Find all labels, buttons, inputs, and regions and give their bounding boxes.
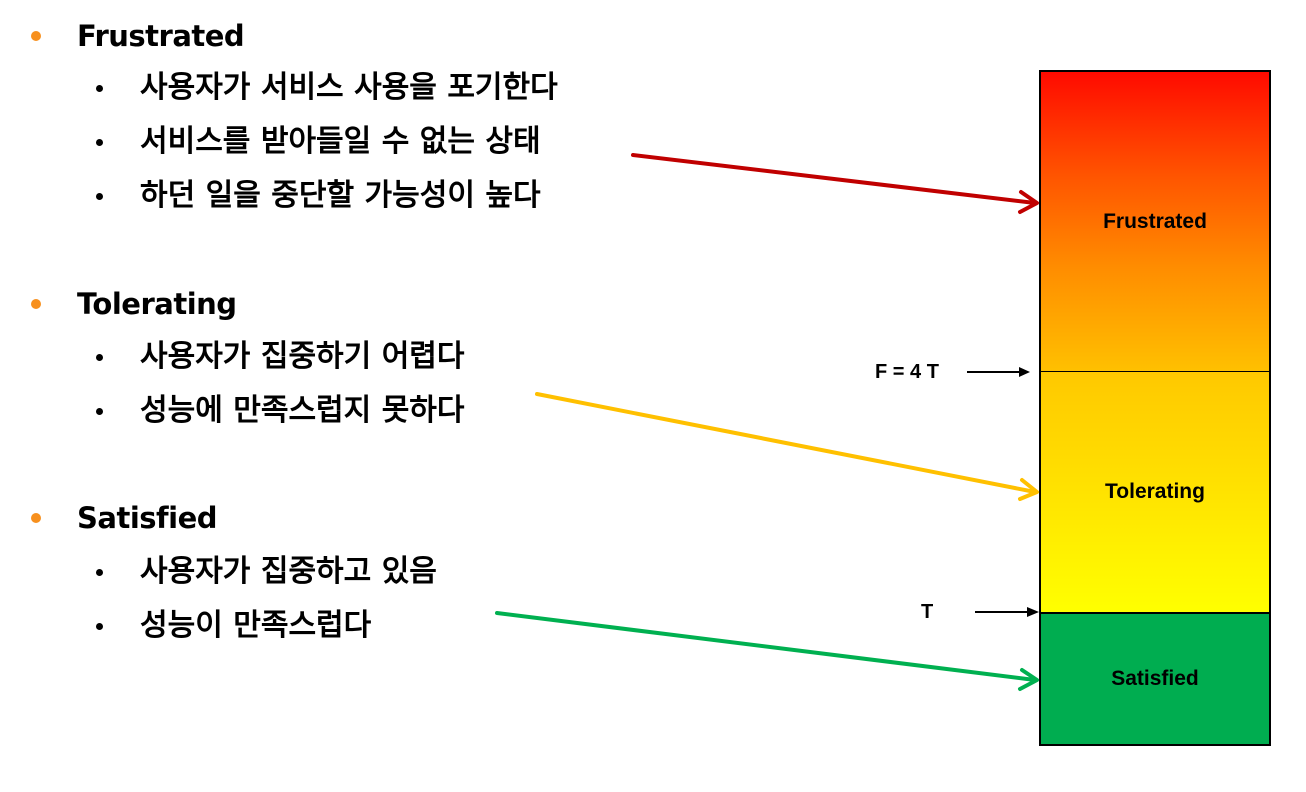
threshold-label-t: T — [921, 601, 934, 623]
zone-label-satisfied: Satisfied — [1111, 667, 1199, 690]
list-item-text: 성능에 만족스럽지 못하다 — [140, 393, 465, 428]
list-item-text: 하던 일을 중단할 가능성이 높다 — [140, 178, 541, 213]
orange-bullet-icon — [31, 31, 41, 41]
black-bullet-icon — [96, 85, 103, 92]
list-item-text: 사용자가 서비스 사용을 포기한다 — [140, 70, 558, 105]
list-item-text: 사용자가 집중하기 어렵다 — [140, 339, 465, 374]
list-item-text: 사용자가 집중하고 있음 — [140, 554, 437, 589]
satisfaction-scale-bar: Frustrated Tolerating Satisfied — [1039, 70, 1271, 746]
arrow-satisfied-icon — [495, 611, 1039, 691]
black-bullet-icon — [96, 408, 103, 415]
section-title-satisfied: Satisfied — [77, 501, 218, 535]
black-bullet-icon — [96, 139, 103, 146]
zone-label-tolerating: Tolerating — [1105, 480, 1205, 503]
arrow-tolerating-icon — [535, 392, 1039, 501]
section-title-tolerating: Tolerating — [77, 287, 237, 321]
black-bullet-icon — [96, 193, 103, 200]
zone-frustrated: Frustrated — [1039, 70, 1271, 372]
black-bullet-icon — [96, 354, 103, 361]
orange-bullet-icon — [31, 299, 41, 309]
list-item-text: 성능이 만족스럽다 — [140, 608, 372, 643]
orange-bullet-icon — [31, 513, 41, 523]
zone-label-frustrated: Frustrated — [1103, 209, 1207, 233]
zone-tolerating: Tolerating — [1039, 371, 1271, 613]
arrow-frustrated-icon — [631, 153, 1039, 214]
threshold-arrow-f-icon — [967, 367, 1030, 377]
section-title-frustrated: Frustrated — [77, 19, 245, 53]
black-bullet-icon — [96, 623, 103, 630]
threshold-arrow-t-icon — [975, 607, 1039, 617]
black-bullet-icon — [96, 569, 103, 576]
zone-satisfied: Satisfied — [1039, 612, 1271, 746]
threshold-label-f: F = 4 T — [875, 361, 939, 383]
list-item-text: 서비스를 받아들일 수 없는 상태 — [140, 124, 541, 159]
